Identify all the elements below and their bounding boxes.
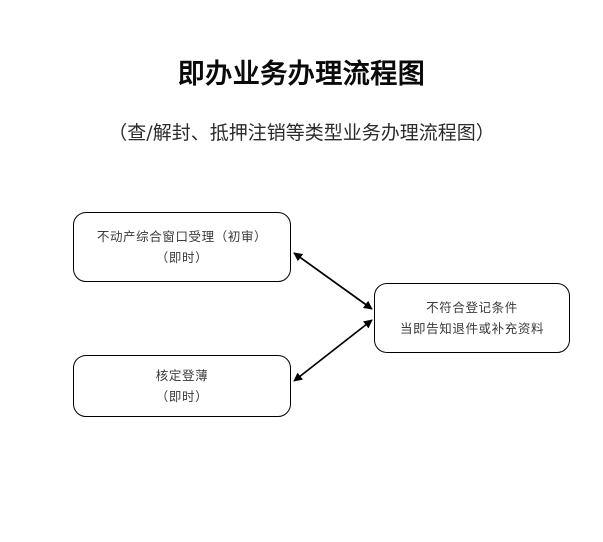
node-intake-line2: （即时） — [155, 250, 209, 265]
page-title: 即办业务办理流程图 — [177, 59, 426, 90]
node-approve-line1: 核定登薄 — [155, 368, 209, 383]
node-reject-line2: 当即告知退件或补充资料 — [399, 321, 545, 336]
node-intake-line1: 不动产综合窗口受理（初审） — [96, 229, 268, 244]
connector-intake-reject — [293, 252, 373, 310]
node-intake[interactable]: 不动产综合窗口受理（初审） （即时） — [73, 212, 291, 282]
node-approve[interactable]: 核定登薄 （即时） — [73, 355, 291, 417]
node-reject-line1: 不符合登记条件 — [426, 300, 518, 315]
connector-approve-reject — [293, 319, 373, 382]
page-subtitle: （查/解封、抵押注销等类型业务办理流程图） — [108, 122, 495, 144]
node-reject[interactable]: 不符合登记条件 当即告知退件或补充资料 — [374, 283, 570, 353]
node-approve-line2: （即时） — [155, 389, 209, 404]
